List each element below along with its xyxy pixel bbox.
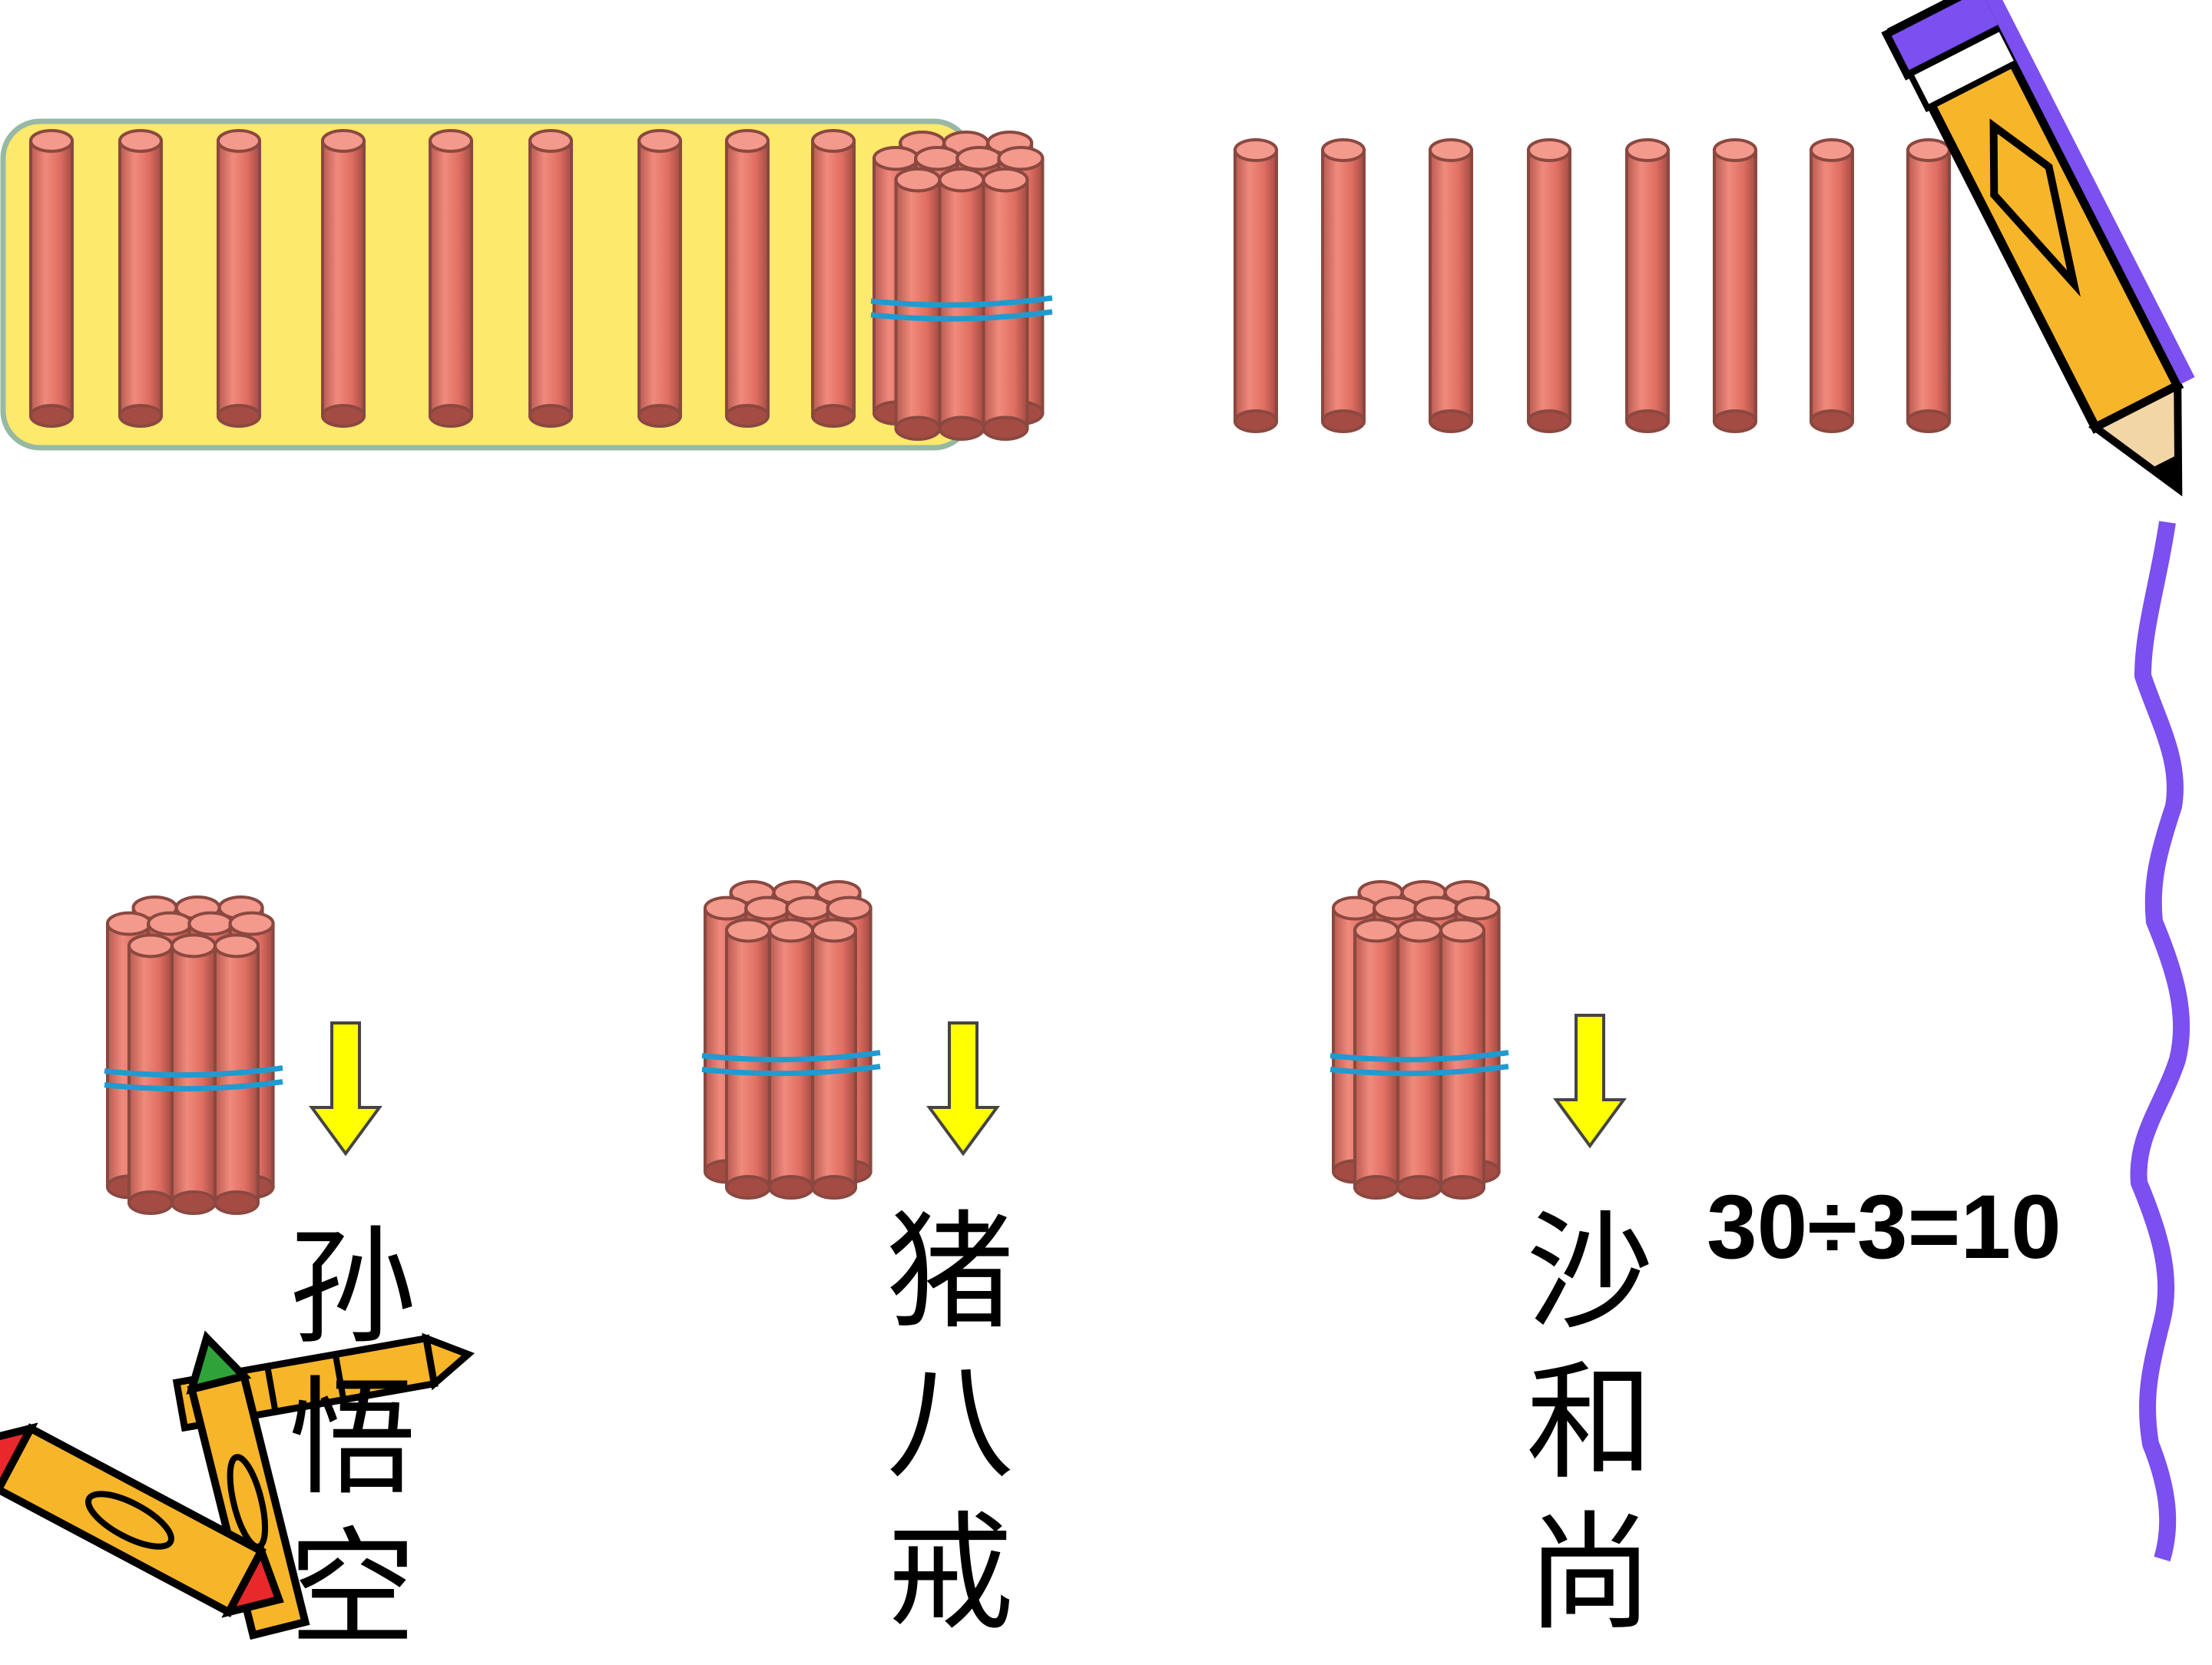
band (104, 1079, 283, 1092)
crayon-icon (0, 1422, 284, 1618)
division-equation: 30÷3=10 (1707, 1177, 2061, 1278)
stick (1527, 138, 1571, 433)
stick-bundle (701, 880, 881, 1200)
down-arrow-icon (1553, 1014, 1627, 1149)
stick (811, 129, 856, 428)
name-char: 八 (886, 1349, 1014, 1498)
stick (217, 129, 261, 428)
name-char: 和 (1526, 1349, 1654, 1498)
stick (321, 129, 366, 428)
stick (118, 129, 163, 428)
pencil-icon (1881, 0, 2195, 497)
stick-bundle (1330, 880, 1509, 1200)
stick (1321, 138, 1366, 433)
band (870, 309, 1053, 322)
stick (1429, 138, 1473, 433)
name-char: 沙 (1526, 1199, 1654, 1347)
stick (429, 129, 473, 428)
down-arrow-icon (926, 1021, 1000, 1157)
band (870, 295, 1053, 308)
band (1330, 1050, 1509, 1063)
stick-bundle (870, 131, 1053, 441)
name-char: 悟 (289, 1365, 416, 1513)
name-char: 空 (289, 1515, 416, 1663)
down-arrow-icon (309, 1021, 382, 1157)
name-char: 戒 (886, 1500, 1014, 1648)
name-char: 孙 (289, 1214, 416, 1362)
band (701, 1050, 881, 1063)
name-char: 尚 (1526, 1500, 1654, 1648)
top-stick-bundle (870, 131, 1053, 441)
stick (1625, 138, 1670, 433)
stick (1906, 138, 1951, 433)
stick (29, 129, 74, 428)
stick (1810, 138, 1854, 433)
band (104, 1065, 283, 1078)
stick-bundle (104, 895, 283, 1215)
band (1330, 1064, 1509, 1077)
loose-sticks-right (1233, 138, 1951, 433)
stick (725, 129, 770, 428)
name-sun-wukong: 孙 悟 空 (276, 1213, 429, 1665)
stick (637, 129, 682, 428)
highlighted-loose-sticks (29, 129, 856, 428)
group-arrows (309, 1014, 1627, 1157)
name-sha-heshang: 沙 和 尚 (1513, 1198, 1667, 1650)
stick (1233, 138, 1278, 433)
stick (528, 129, 573, 428)
purple-wavy-line (2130, 521, 2190, 1562)
name-char: 猪 (886, 1199, 1014, 1347)
stick (1713, 138, 1757, 433)
name-zhu-bajie: 猪 八 戒 (873, 1198, 1027, 1650)
group-bundles (104, 880, 1509, 1215)
crayon-icon (186, 1330, 310, 1640)
band (701, 1064, 881, 1077)
